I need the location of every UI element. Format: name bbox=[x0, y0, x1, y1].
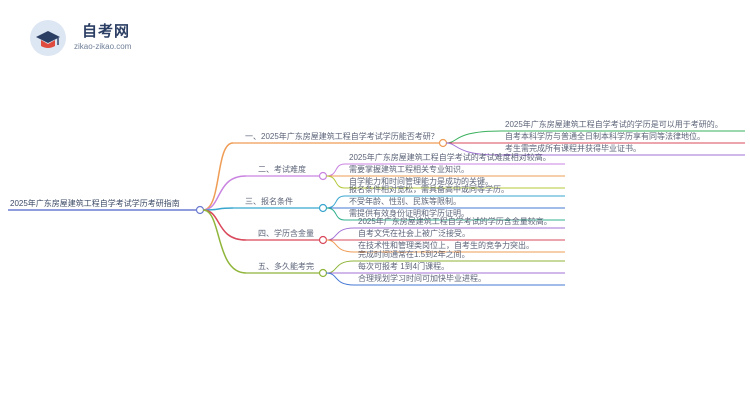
branch-label[interactable]: 四、学历含金量 bbox=[258, 229, 314, 238]
branch-connector bbox=[202, 175, 247, 211]
leaf-connector bbox=[325, 207, 346, 221]
branch-node bbox=[318, 171, 328, 181]
leaf-connector bbox=[325, 239, 355, 253]
branch-label[interactable]: 三、报名条件 bbox=[245, 197, 293, 206]
leaf-label[interactable]: 自学能力和时间管理能力是成功的关键。 bbox=[349, 177, 493, 186]
leaf-connector bbox=[325, 175, 346, 189]
branch-connector bbox=[202, 142, 234, 211]
leaf-label[interactable]: 自考文凭在社会上被广泛接受。 bbox=[358, 229, 470, 238]
leaf-label[interactable]: 需提供有效身份证明和学历证明。 bbox=[349, 209, 469, 218]
leaf-label[interactable]: 合理规划学习时间可加快毕业进程。 bbox=[358, 274, 486, 283]
logo-url: zikao-zikao.com bbox=[74, 42, 132, 51]
leaf-label[interactable]: 2025年广东房屋建筑工程自学考试的学历是可以用于考研的。 bbox=[505, 120, 723, 129]
leaf-label[interactable]: 2025年广东房屋建筑工程自学考试的学历含金量较高。 bbox=[358, 217, 552, 226]
branch-node bbox=[438, 138, 448, 148]
branch-connector bbox=[202, 209, 247, 274]
branch-label[interactable]: 二、考试难度 bbox=[258, 165, 306, 174]
branch-label[interactable]: 一、2025年广东房屋建筑工程自学考试学历能否考研？ bbox=[245, 132, 439, 141]
leaf-label[interactable]: 在技术性和管理类岗位上，自考生的竞争力突出。 bbox=[358, 241, 534, 250]
leaf-label[interactable]: 自考本科学历与普通全日制本科学历享有同等法律地位。 bbox=[505, 132, 705, 141]
leaf-connector bbox=[325, 195, 346, 209]
root-node bbox=[195, 205, 205, 215]
branch-node bbox=[318, 235, 328, 245]
branch-label[interactable]: 五、多久能考完 bbox=[258, 262, 314, 271]
logo-badge bbox=[30, 20, 66, 56]
branch-connector bbox=[202, 209, 247, 241]
leaf-label[interactable]: 考生需完成所有课程并获得毕业证书。 bbox=[505, 144, 641, 153]
branch-node bbox=[318, 203, 328, 213]
leaf-connector bbox=[325, 163, 346, 177]
leaf-connector bbox=[325, 227, 355, 241]
graduation-cap-icon bbox=[36, 31, 60, 48]
site-logo[interactable]: 自考网 zikao-zikao.com bbox=[30, 18, 170, 64]
leaf-connector bbox=[445, 130, 502, 144]
leaf-label[interactable]: 完成时间通常在1.5到2年之间。 bbox=[358, 250, 470, 259]
root-topic[interactable]: 2025年广东房屋建筑工程自学考试学历考研指南 bbox=[10, 199, 180, 208]
leaf-label[interactable]: 2025年广东房屋建筑工程自学考试的考试难度相对较高。 bbox=[349, 153, 551, 162]
logo-title: 自考网 bbox=[82, 23, 131, 40]
branch-node bbox=[318, 268, 328, 278]
leaf-connector bbox=[325, 272, 355, 286]
leaf-connector bbox=[445, 142, 502, 156]
leaf-label[interactable]: 每次可报考 1到4门课程。 bbox=[358, 262, 450, 271]
leaf-label[interactable]: 不受年龄、性别、民族等限制。 bbox=[349, 197, 461, 206]
leaf-label[interactable]: 报名条件相对宽松，需具备高中或同等学历。 bbox=[349, 185, 509, 194]
leaf-label[interactable]: 需要掌握建筑工程相关专业知识。 bbox=[349, 165, 469, 174]
leaf-connector bbox=[325, 260, 355, 274]
